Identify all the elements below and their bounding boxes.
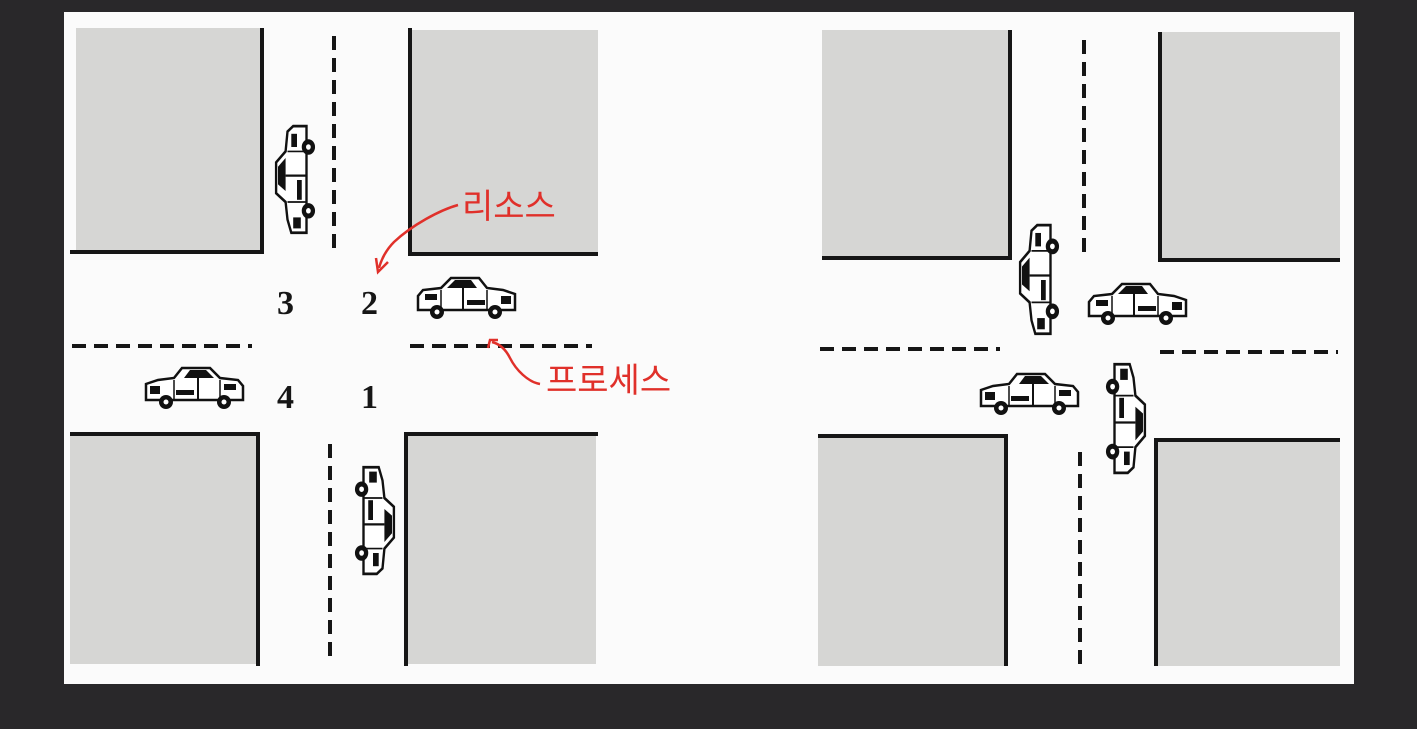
quadrant-label-2: 2 xyxy=(361,285,378,322)
city-block-top-right xyxy=(412,30,598,252)
left-intersection: 3 2 4 1 xyxy=(70,28,598,666)
process-arrowhead xyxy=(486,338,498,349)
annotations: 리소스 프로세스 xyxy=(374,187,671,401)
resource-arrow xyxy=(377,203,459,269)
car-right-entering xyxy=(1087,282,1188,327)
block-edges xyxy=(70,28,598,666)
city-block-top-right-2 xyxy=(1162,32,1340,258)
city-block-bottom-right xyxy=(408,436,596,664)
quadrant-label-3: 3 xyxy=(277,285,294,322)
slide-canvas xyxy=(64,12,1354,684)
car-northbound-top xyxy=(274,124,317,235)
city-block-bottom-left xyxy=(70,436,256,664)
car-west-left xyxy=(144,366,245,411)
resource-arrowhead xyxy=(374,257,389,275)
city-block-bottom-left-2 xyxy=(818,438,1006,666)
car-left-entering xyxy=(979,372,1080,417)
car-east-right xyxy=(416,276,517,321)
process-label: 프로세스 xyxy=(546,361,671,401)
car-south-bottom xyxy=(353,465,396,576)
city-block-top-left xyxy=(76,28,260,250)
city-block-bottom-right-2 xyxy=(1158,442,1340,666)
car-top-entering xyxy=(1018,223,1061,336)
block-edges-2 xyxy=(818,30,1340,666)
quadrant-label-4: 4 xyxy=(277,379,294,416)
resource-label: 리소스 xyxy=(462,187,556,227)
process-arrow xyxy=(491,340,541,386)
right-intersection xyxy=(818,30,1340,668)
city-block-top-left-2 xyxy=(822,30,1008,256)
lane-dividers-2 xyxy=(820,40,1338,668)
quadrant-label-1: 1 xyxy=(361,379,378,416)
car-bottom-entering xyxy=(1104,362,1147,475)
